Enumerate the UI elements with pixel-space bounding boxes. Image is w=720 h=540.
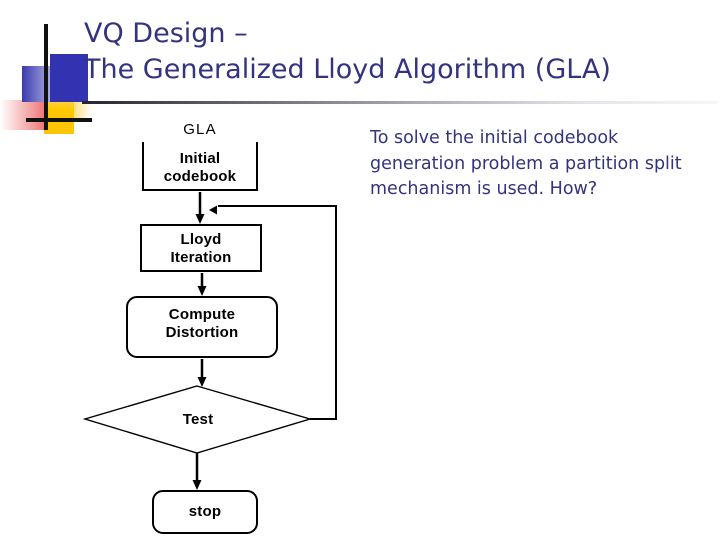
feedback-loop-path [218, 205, 337, 420]
initial-codebook-line-2: codebook [163, 167, 237, 185]
arrowhead-lloyd-to-compute [197, 286, 207, 296]
logo-vertical-line [44, 24, 48, 130]
arrowhead-compute-to-test [197, 377, 207, 387]
flowchart-node-lloyd-iteration-label: Lloyd Iteration [140, 231, 262, 266]
arrowhead-feedback-return [209, 205, 217, 215]
lloyd-iteration-line-2: Iteration [170, 248, 232, 266]
flowchart-node-stop-label: stop [188, 503, 222, 520]
slide-logo-decoration [0, 18, 96, 134]
flowchart-node-stop [152, 490, 258, 534]
slide-title-line-1: VQ Design – [84, 18, 248, 49]
logo-blue-square [50, 54, 88, 102]
flowchart-caption: GLA [183, 121, 217, 138]
flowchart-node-compute-distortion [126, 296, 278, 358]
slide-title-line-2: The Generalized Lloyd Algorithm (GLA) [84, 54, 611, 85]
slide-title: VQ Design – The Generalized Lloyd Algori… [84, 16, 714, 88]
flowchart-node-test-label: Test [182, 411, 214, 428]
arrowhead-initial-to-lloyd [195, 214, 205, 224]
flowchart-node-test-diamond [82, 385, 313, 454]
flowchart-connectors [82, 192, 337, 490]
arrowhead-test-to-stop [192, 480, 202, 490]
flowchart-node-initial-codebook-label: Initial codebook [136, 150, 264, 185]
slide-body-text: To solve the initial codebook generation… [370, 128, 682, 199]
compute-distortion-line-1: Compute [168, 306, 236, 323]
logo-yellow-square [44, 100, 74, 134]
flowchart-node-lloyd-iteration [140, 224, 262, 272]
title-underline-rule [82, 101, 718, 104]
flowchart-node-initial-codebook [142, 142, 258, 191]
flowchart-node-compute-distortion-label: Compute Distortion [126, 306, 278, 341]
logo-horizontal-line [26, 118, 92, 122]
compute-distortion-line-2: Distortion [165, 323, 239, 341]
initial-codebook-line-1: Initial [179, 150, 221, 167]
lloyd-iteration-line-1: Lloyd [180, 231, 222, 248]
gla-flowchart: GLA Initial codebook Lloyd Iteration Com… [82, 121, 337, 534]
